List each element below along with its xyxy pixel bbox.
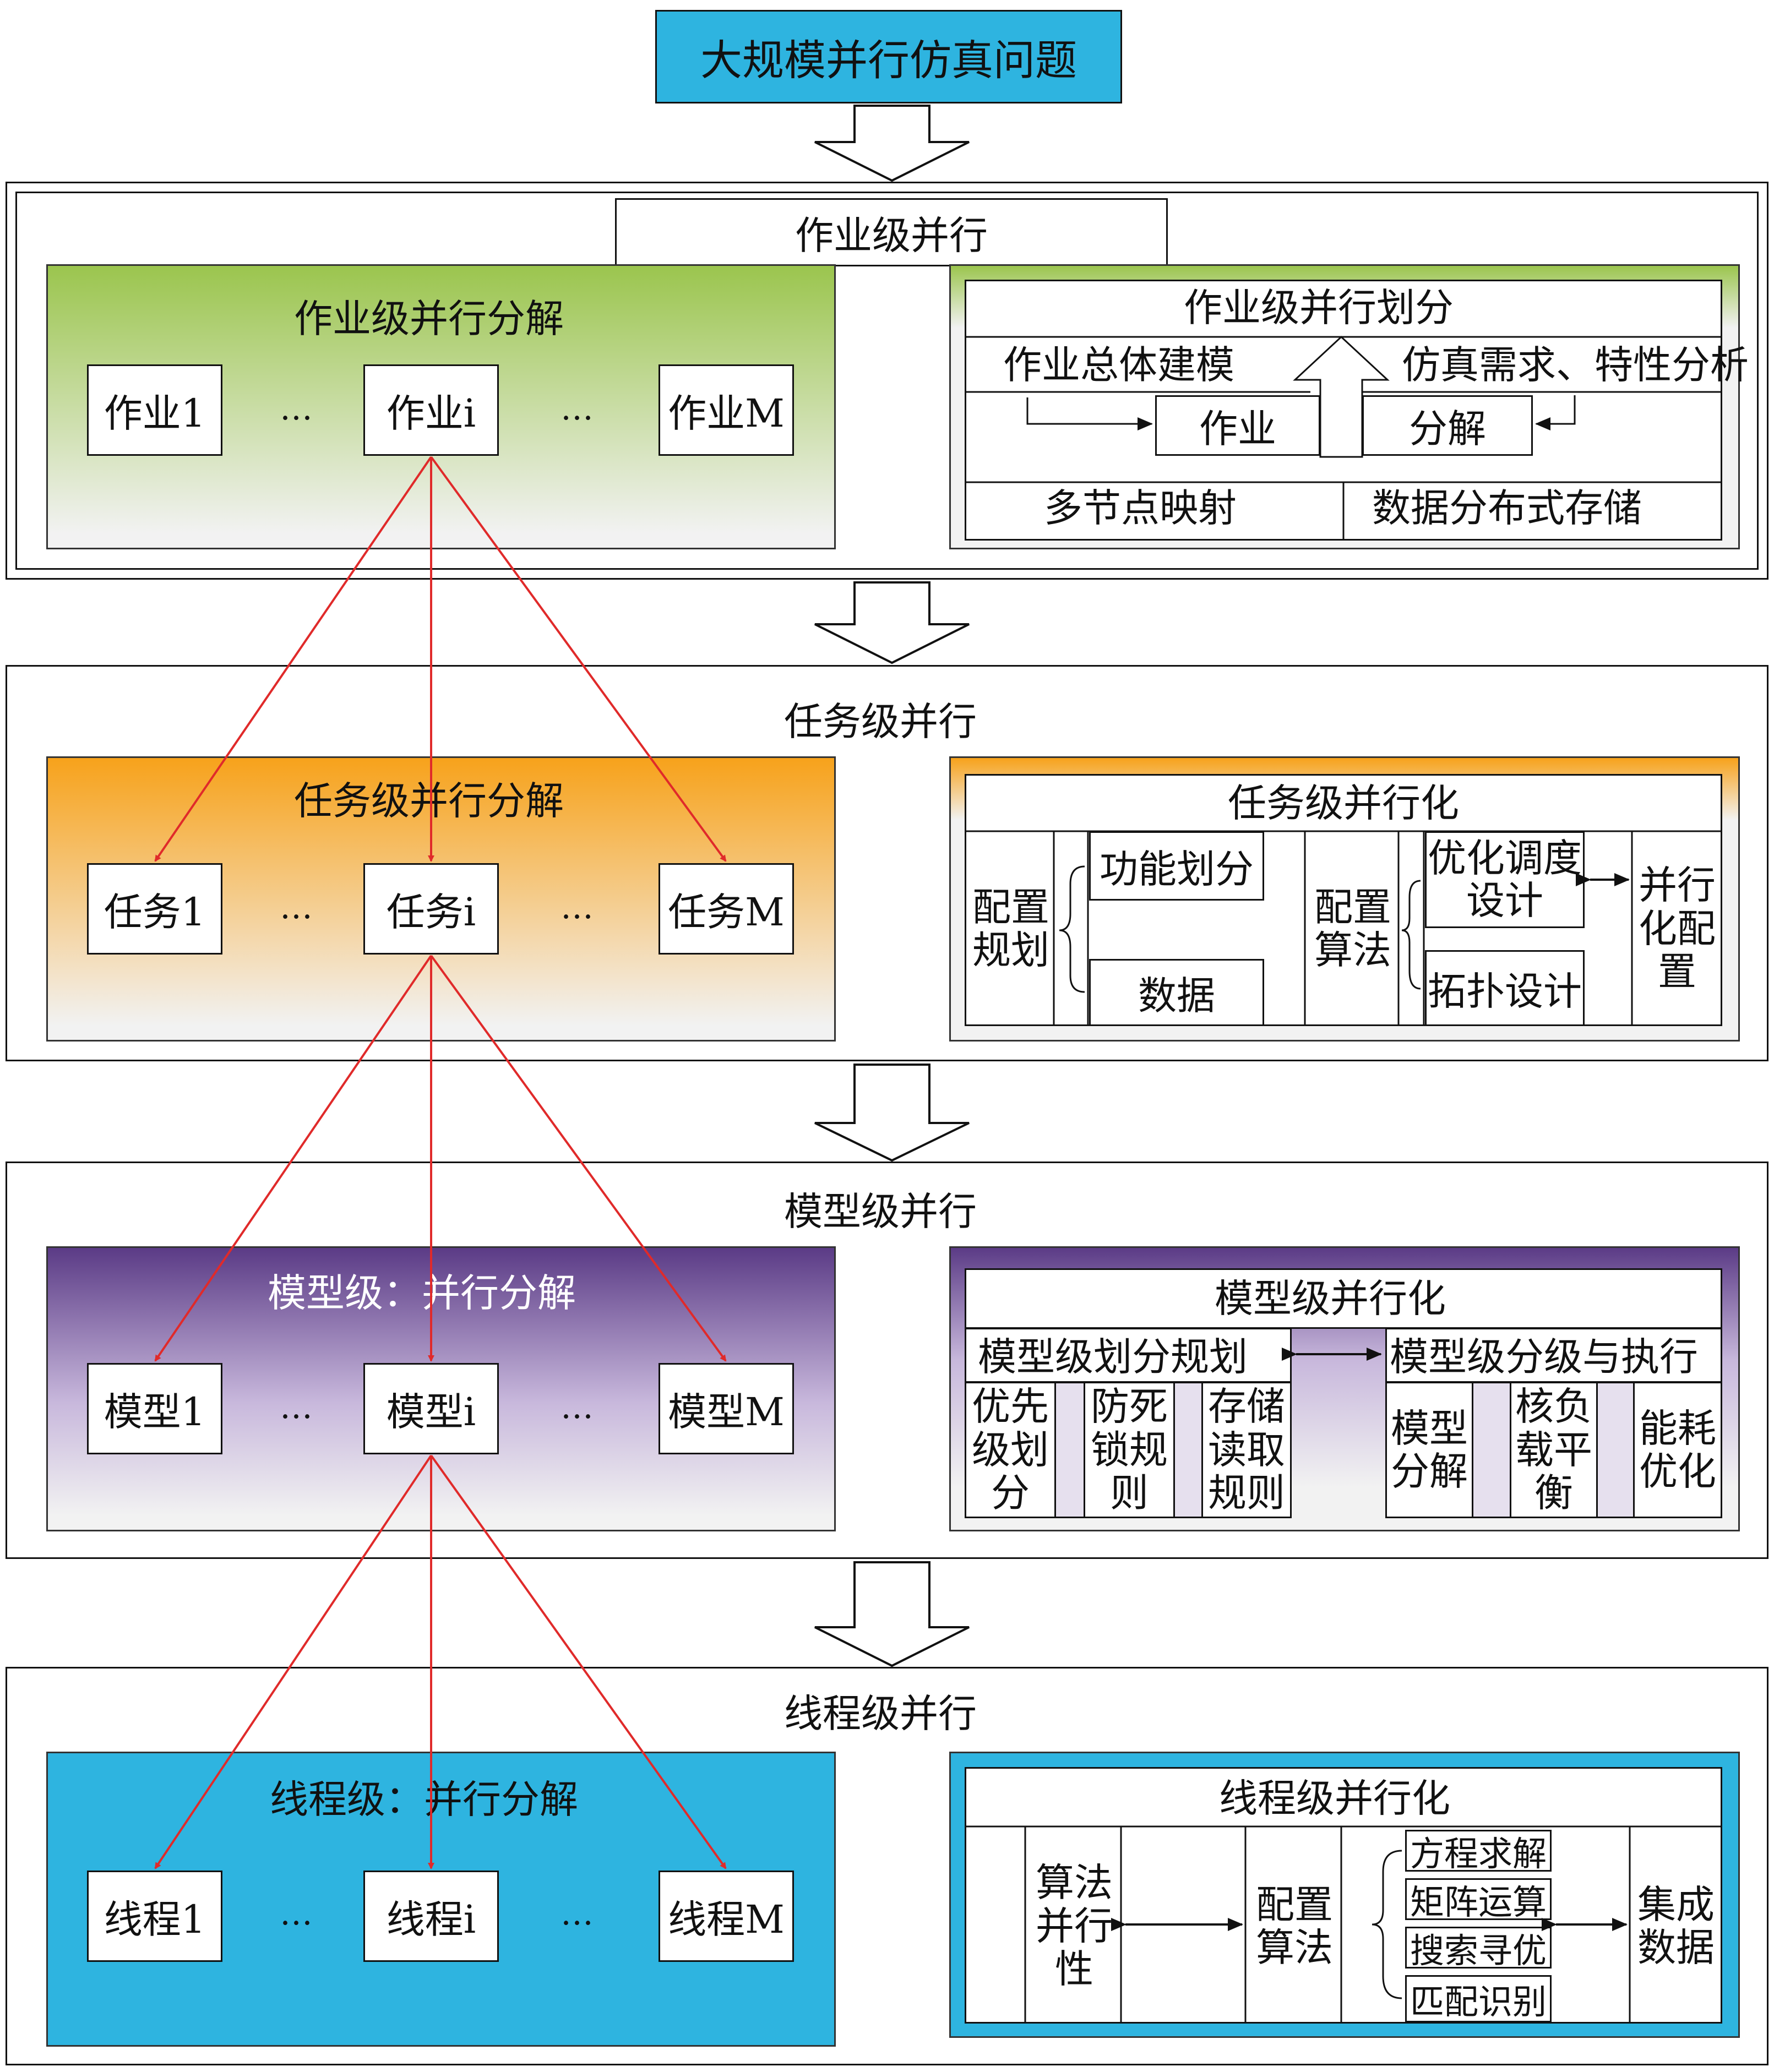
job-partition-bottom-right: 数据分布式存储 (1372, 486, 1642, 531)
thread-method-3: 匹配识别 (1405, 1975, 1552, 2022)
job-item-M: 作业M (659, 364, 794, 456)
task-level-title: 任务级并行 (784, 699, 977, 744)
red-arrow-job-task-1 (154, 456, 432, 862)
job-ellipsis-2: … (561, 389, 594, 428)
thread-config-algo: 配置算法 (1256, 1882, 1333, 1970)
red-arrow-model-thread-1 (154, 1454, 432, 1869)
model-level-title: 模型级并行 (784, 1189, 977, 1234)
thread-ellipsis-2: … (561, 1894, 594, 1933)
model-item-1: 模型1 (87, 1363, 222, 1454)
job-partition-lines (965, 336, 1722, 541)
thread-algo-parallel: 算法并行性 (1036, 1860, 1113, 1992)
task-item-i: 任务i (363, 863, 499, 955)
task-parallel-title: 任务级并行化 (1228, 781, 1459, 826)
model-parallel-title: 模型级并行化 (1215, 1276, 1446, 1321)
model-item-i: 模型i (363, 1363, 499, 1454)
thread-method-0: 方程求解 (1405, 1830, 1552, 1874)
decomp-arrows (154, 456, 727, 1869)
red-arrow-task-model-M (430, 955, 727, 1362)
model-level-frame (6, 1162, 1768, 1559)
task-parallel-config: 并行化配置 (1639, 863, 1716, 995)
task-ellipsis-1: … (280, 888, 313, 926)
job-item-i: 作业i (363, 364, 499, 456)
task-level-frame (6, 665, 1768, 1061)
job-ellipsis-1: … (280, 389, 313, 428)
thread-level-title: 线程级并行 (784, 1691, 977, 1736)
job-partition-bottom-left: 多节点映射 (1044, 486, 1237, 531)
thread-item-1: 线程1 (87, 1871, 222, 1962)
task-decomp-title: 任务级并行分解 (294, 778, 564, 824)
job-partition-right-label: 仿真需求、特性分析 (1402, 342, 1749, 388)
model-exec-label: 模型级分级与执行 (1390, 1334, 1698, 1379)
top-problem-box: 大规模并行仿真问题 (655, 10, 1122, 103)
flow-arrow-1 (814, 105, 970, 182)
job-level-title-box: 作业级并行 (615, 198, 1168, 266)
job-partition-right-box: 分解 (1362, 395, 1533, 456)
thread-ellipsis-1: … (280, 1894, 313, 1933)
job-level-inner-frame (15, 192, 1759, 570)
model-plan-box (965, 1328, 1292, 1383)
task-opt-schedule-box: 优化调度设计 (1425, 831, 1585, 928)
red-arrow-task-model-1 (154, 955, 432, 1362)
thread-parallel-inner (965, 1767, 1722, 2024)
job-level-frame (6, 182, 1768, 580)
job-partition-left-box: 作业 (1155, 395, 1320, 456)
thread-integrate: 集成数据 (1637, 1882, 1715, 1970)
model-plan-label: 模型级划分规划 (978, 1334, 1248, 1379)
thread-decomp-title: 线程级：并行分解 (270, 1777, 578, 1822)
job-partition-title: 作业级并行划分 (1184, 285, 1454, 330)
flow-arrow-4 (814, 1561, 970, 1667)
job-item-1: 作业1 (87, 364, 222, 456)
thread-parallel-title: 线程级并行化 (1219, 1776, 1450, 1821)
model-decomp-title: 模型级：并行分解 (268, 1271, 576, 1316)
model-energy-box: 能耗优化 (1633, 1382, 1722, 1518)
model-load-balance-box: 核负载平衡 (1510, 1382, 1598, 1518)
model-storage-box: 存储读取规则 (1201, 1382, 1292, 1518)
task-config-algo: 配置算法 (1314, 884, 1391, 973)
thread-method-1: 矩阵运算 (1405, 1878, 1552, 1922)
task-item-1: 任务1 (87, 863, 222, 955)
model-item-M: 模型M (659, 1363, 794, 1454)
flow-arrow-3 (814, 1064, 970, 1162)
job-partition-left-label: 作业总体建模 (1003, 342, 1234, 388)
model-exec-box (1385, 1328, 1722, 1383)
task-ellipsis-2: … (561, 888, 594, 926)
task-data-box: 数据 (1089, 959, 1264, 1026)
model-priority-box: 优先级划分 (965, 1382, 1056, 1518)
flow-arrow-2 (814, 581, 970, 664)
task-item-M: 任务M (659, 863, 794, 955)
model-deadlock-box: 防死锁规则 (1084, 1382, 1175, 1518)
thread-item-i: 线程i (363, 1871, 499, 1962)
thread-method-2: 搜索寻优 (1405, 1927, 1552, 1971)
job-level-title: 作业级并行 (795, 212, 988, 258)
task-func-partition-box: 功能划分 (1089, 831, 1264, 901)
model-decomp-box: 模型分解 (1385, 1382, 1473, 1518)
job-partition-up-arrow (1293, 335, 1390, 458)
thread-item-M: 线程M (659, 1871, 794, 1962)
thread-parallel-lines (965, 1825, 1722, 2024)
model-ellipsis-1: … (280, 1388, 313, 1426)
thread-level-frame (6, 1667, 1768, 2065)
task-topology-box: 拓扑设计 (1425, 950, 1585, 1026)
red-arrow-job-task-M (430, 456, 727, 862)
model-parallel-title-box (965, 1268, 1722, 1329)
top-problem-title: 大规模并行仿真问题 (700, 36, 1077, 85)
red-arrow-model-thread-M (430, 1454, 727, 1869)
flow-arrows (814, 105, 970, 1667)
task-config-plan: 配置规划 (972, 884, 1049, 973)
task-parallel-lines (965, 830, 1722, 1026)
job-decomp-title: 作业级并行分解 (294, 296, 564, 341)
model-ellipsis-2: … (561, 1388, 594, 1426)
